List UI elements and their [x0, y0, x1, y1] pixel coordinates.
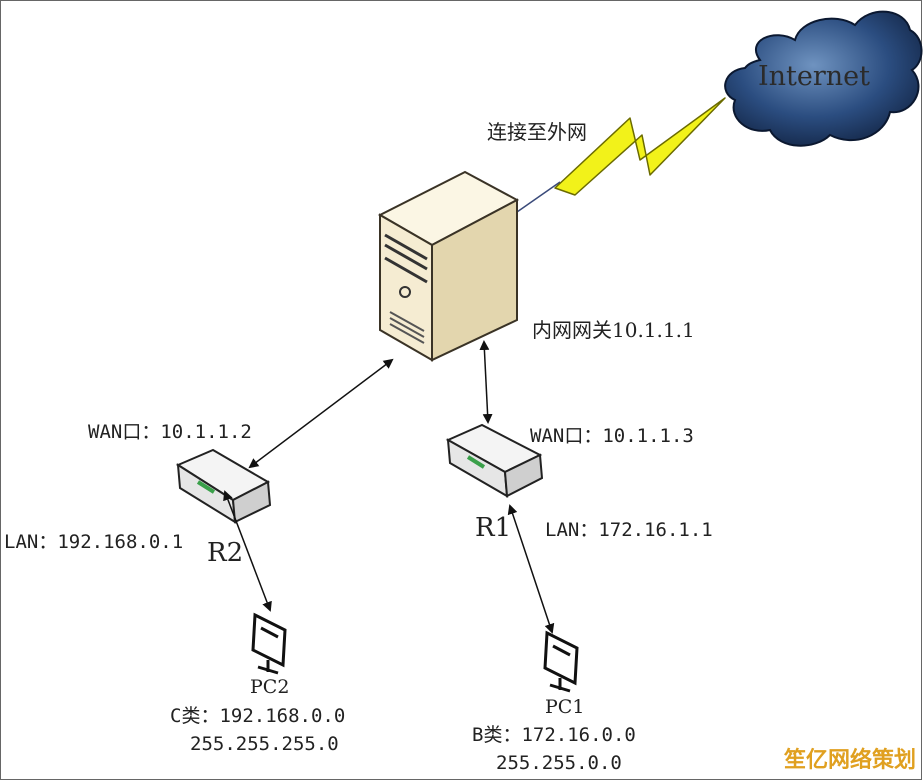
link-pc2-r2: [223, 490, 272, 612]
pc2-name-label: PC2: [250, 676, 290, 698]
link-r1-server: [479, 340, 493, 424]
wan-link-line: [516, 181, 561, 213]
r2-name-label: R2: [207, 538, 244, 568]
pc1-name-label: PC1: [545, 696, 585, 718]
watermark: 笙亿网络策划: [783, 748, 916, 773]
pc2-icon: [251, 612, 287, 675]
gateway-label: 内网网关10.1.1.1: [532, 318, 695, 342]
pc1-mask-label: 255.255.0.0: [496, 752, 622, 774]
link-label: 连接至外网: [487, 120, 587, 144]
router-r1-icon: [445, 423, 544, 498]
pc2-mask-label: 255.255.255.0: [190, 733, 339, 755]
internet-cloud-icon: [724, 10, 923, 147]
pc1-icon: [543, 630, 579, 693]
link-r2-server: [248, 358, 394, 469]
internet-label: Internet: [758, 61, 871, 92]
link-pc1-r1: [507, 504, 555, 634]
server-icon: [377, 170, 520, 362]
lightning-bolt-icon: [554, 97, 726, 196]
router-r2-icon: [175, 448, 272, 524]
r2-lan-label: LAN：192.168.0.1: [4, 531, 184, 553]
r1-lan-label: LAN：172.16.1.1: [545, 519, 713, 541]
r2-wan-label: WAN口：10.1.1.2: [88, 421, 252, 443]
r1-name-label: R1: [475, 513, 512, 543]
r1-wan-label: WAN口：10.1.1.3: [530, 425, 694, 447]
pc2-net-label: C类：192.168.0.0: [170, 705, 346, 727]
pc1-net-label: B类：172.16.0.0: [472, 724, 636, 746]
